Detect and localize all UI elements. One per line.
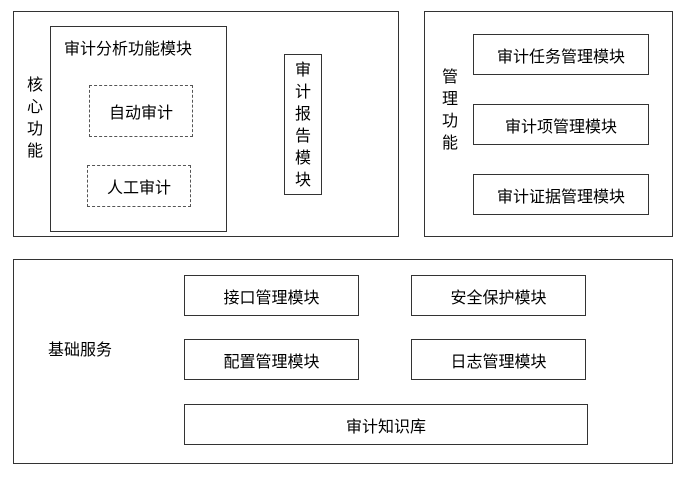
audit-analysis-module: 审计分析功能模块 自动审计 人工审计	[50, 26, 227, 232]
configuration-management-module: 配置管理模块	[184, 339, 359, 380]
audit-analysis-title: 审计分析功能模块	[64, 39, 193, 58]
audit-knowledge-base: 审计知识库	[184, 404, 588, 445]
configuration-management-label: 配置管理模块	[223, 351, 320, 371]
interface-management-module: 接口管理模块	[184, 275, 359, 316]
audit-evidence-module: 审计证据管理模块	[473, 174, 649, 215]
manual-audit-box: 人工审计	[87, 165, 191, 207]
audit-item-module: 审计项管理模块	[473, 104, 649, 145]
management-functions-label: 管理功能	[441, 67, 458, 152]
log-management-module: 日志管理模块	[411, 339, 586, 380]
audit-item-label: 审计项管理模块	[504, 116, 617, 136]
management-functions-panel: 管理功能 审计任务管理模块 审计项管理模块 审计证据管理模块	[424, 11, 673, 237]
auto-audit-label: 自动审计	[108, 103, 173, 122]
interface-management-label: 接口管理模块	[223, 287, 320, 307]
audit-task-label: 审计任务管理模块	[496, 46, 625, 66]
base-services-panel: 基础服务 接口管理模块 安全保护模块 配置管理模块 日志管理模块 审计知识库	[13, 259, 673, 464]
audit-evidence-label: 审计证据管理模块	[496, 186, 625, 206]
manual-audit-label: 人工审计	[106, 178, 171, 197]
core-functions-label: 核心功能	[26, 75, 43, 160]
base-services-label: 基础服务	[48, 340, 113, 359]
security-protection-label: 安全保护模块	[450, 287, 547, 307]
audit-report-module: 审计报告模块	[284, 54, 322, 195]
log-management-label: 日志管理模块	[450, 351, 547, 371]
core-functions-panel: 核心功能 审计分析功能模块 自动审计 人工审计 审计报告模块	[13, 11, 399, 237]
audit-task-module: 审计任务管理模块	[473, 34, 649, 75]
audit-knowledge-base-label: 审计知识库	[345, 416, 426, 436]
auto-audit-box: 自动审计	[89, 85, 193, 137]
audit-report-label: 审计报告模块	[294, 60, 311, 189]
security-protection-module: 安全保护模块	[411, 275, 586, 316]
